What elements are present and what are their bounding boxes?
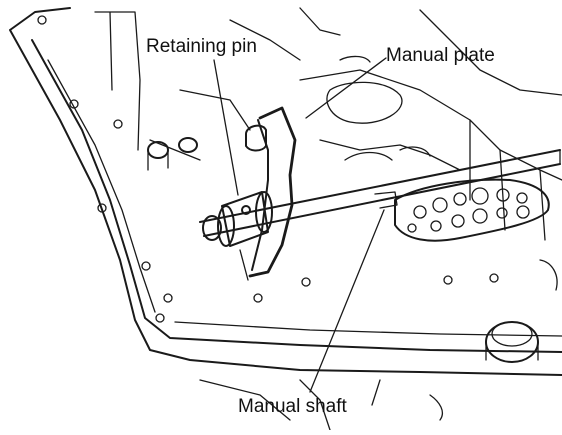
manual-plate — [239, 106, 297, 281]
lower-casting — [199, 379, 444, 431]
leader-manual-shaft — [309, 209, 385, 393]
flange-bolt-holes — [37, 15, 499, 323]
label-manual-plate: Manual plate — [386, 45, 495, 66]
casting-background — [94, 7, 562, 241]
leader-lines — [213, 57, 387, 393]
label-manual-shaft: Manual shaft — [238, 396, 348, 417]
retaining-collar — [217, 191, 273, 247]
mounting-bosses — [147, 137, 198, 171]
case-flange — [9, 7, 562, 376]
leader-manual-plate — [305, 57, 387, 119]
label-retaining-pin: Retaining pin — [146, 36, 257, 57]
drain-plug — [485, 259, 558, 363]
leader-retaining-pin — [213, 59, 239, 196]
valve-body — [394, 178, 550, 242]
